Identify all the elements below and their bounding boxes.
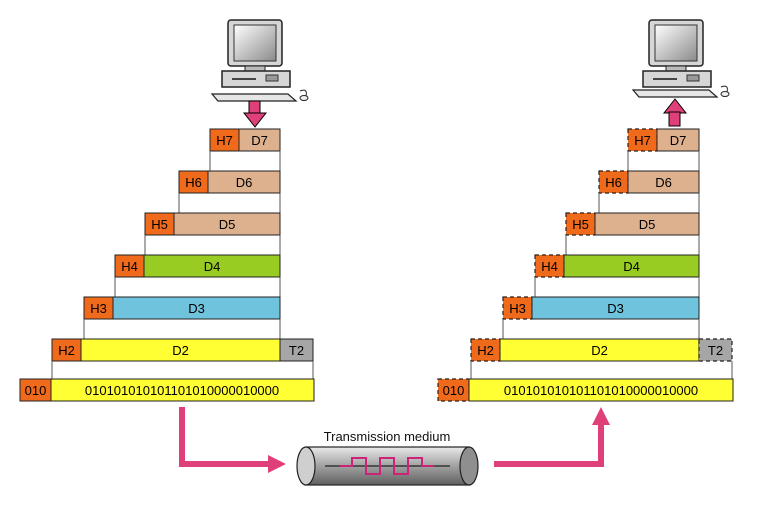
up-arrow-icon (662, 98, 688, 127)
receiver-bitstream (468, 378, 734, 402)
send-path-arrow (179, 407, 286, 473)
sender-header-h6-label: H6 (185, 175, 202, 190)
receiver-trailer-t2-label: T2 (708, 343, 723, 358)
receiver-header-h2-label: H2 (477, 343, 494, 358)
receiver-physical-header-label: 010 (443, 383, 465, 398)
down-arrow-icon (242, 100, 268, 128)
sender-data-d4-label: D4 (204, 259, 221, 274)
receiver-header-h5-label: H5 (572, 217, 589, 232)
receiver-header-h3 (502, 296, 533, 320)
receiver-data-d5-label: D5 (639, 217, 656, 232)
receiver-header-h3-label: H3 (509, 301, 526, 316)
receiver-data-d2-label: D2 (591, 343, 608, 358)
sender-data-d2-label: D2 (172, 343, 189, 358)
receiver-header-h2 (470, 338, 501, 362)
sender-bitstream-label: 010101010101101010000010000 (85, 383, 279, 398)
receiver-bitstream-label: 010101010101101010000010000 (504, 383, 698, 398)
sender-physical-header-label: 010 (25, 383, 47, 398)
medium-label: Transmission medium (324, 429, 451, 444)
sender-header-h3-label: H3 (90, 301, 107, 316)
sender-computer-icon (210, 19, 309, 102)
sender-data-d3-label: D3 (188, 301, 205, 316)
receiver-header-h4-label: H4 (541, 259, 558, 274)
receiver-header-h4 (534, 254, 565, 278)
receiver-trailer-t2 (698, 338, 733, 362)
receiver-header-h5 (565, 212, 596, 236)
receiver-data-d3-label: D3 (607, 301, 624, 316)
sender-header-h2-label: H2 (58, 343, 75, 358)
receiver-data-d4-label: D4 (623, 259, 640, 274)
sender-data-d5-label: D5 (219, 217, 236, 232)
sender-data-d6-label: D6 (236, 175, 253, 190)
receiver-data-d7-label: D7 (670, 133, 687, 148)
receiver-data-d3 (531, 296, 700, 320)
receiver-header-h6-label: H6 (605, 175, 622, 190)
receiver-header-h7 (627, 128, 658, 152)
sender-bitstream (50, 378, 315, 402)
sender-header-h4-label: H4 (121, 259, 138, 274)
receiver-data-d4 (563, 254, 700, 278)
sender-trailer-t2 (279, 338, 314, 362)
receiver-header-h7-label: H7 (634, 133, 651, 148)
signal-waveform-icon (340, 457, 434, 475)
receiver-computer-icon (631, 19, 730, 98)
sender-header-h7-label: H7 (216, 133, 233, 148)
sender-header-h5-label: H5 (151, 217, 168, 232)
receiver-header-h6 (598, 170, 629, 194)
receiver-data-d6 (627, 170, 700, 194)
sender-data-d7-label: D7 (251, 133, 268, 148)
receiver-data-d5 (594, 212, 700, 236)
sender-data-d6 (207, 170, 281, 194)
sender-data-d4 (143, 254, 281, 278)
transmission-medium-pipe (296, 446, 479, 486)
sender-data-d3 (112, 296, 281, 320)
sender-data-d5 (173, 212, 281, 236)
receiver-data-d6-label: D6 (655, 175, 672, 190)
sender-trailer-t2-label: T2 (289, 343, 304, 358)
receive-path-arrow (494, 407, 610, 467)
receiver-data-d7 (656, 128, 700, 152)
sender-data-d7 (238, 128, 281, 152)
